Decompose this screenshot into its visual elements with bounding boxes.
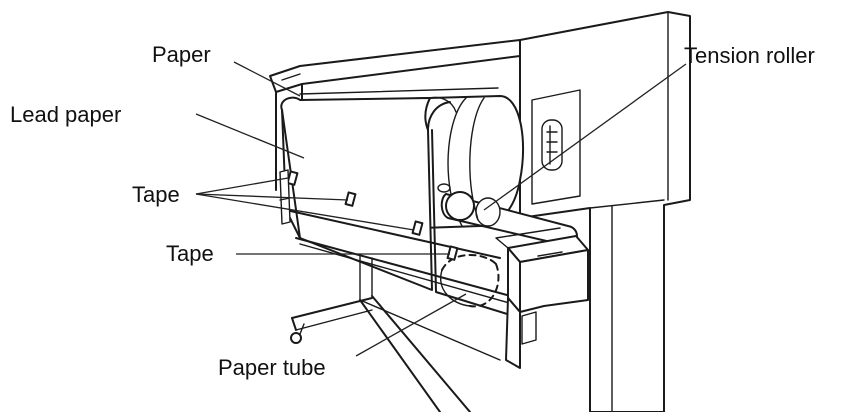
base-frame	[285, 209, 521, 413]
printer-frame	[269, 39, 521, 191]
leader-tape-3	[195, 193, 415, 231]
label-paper: Paper	[152, 42, 211, 67]
printer-side-housing	[519, 11, 691, 413]
tape-piece	[446, 245, 459, 261]
leader-tension-roller	[483, 63, 687, 211]
leader-tape-2	[195, 193, 349, 201]
tension-roller	[437, 183, 578, 247]
label-tension-roller: Tension roller	[684, 43, 815, 68]
labels: Paper Lead paper Tape Tape Paper tube Te…	[10, 42, 815, 380]
leader-tape-1	[195, 177, 289, 195]
paper-tube	[440, 253, 500, 308]
tape-piece	[286, 170, 299, 186]
bracket-box	[495, 227, 589, 369]
leader-lead-paper	[195, 113, 305, 159]
leader-paper	[233, 61, 301, 97]
leader-paper-tube	[355, 293, 467, 357]
tape-piece	[344, 191, 357, 207]
label-paper-tube: Paper tube	[218, 355, 326, 380]
leader-lines	[195, 61, 687, 357]
caster-wheel	[290, 332, 302, 344]
paper-sheet	[427, 101, 521, 319]
label-lead-paper: Lead paper	[10, 102, 121, 127]
tape-piece	[411, 220, 424, 236]
label-tape-group: Tape	[132, 182, 180, 207]
label-tape-single: Tape	[166, 241, 214, 266]
